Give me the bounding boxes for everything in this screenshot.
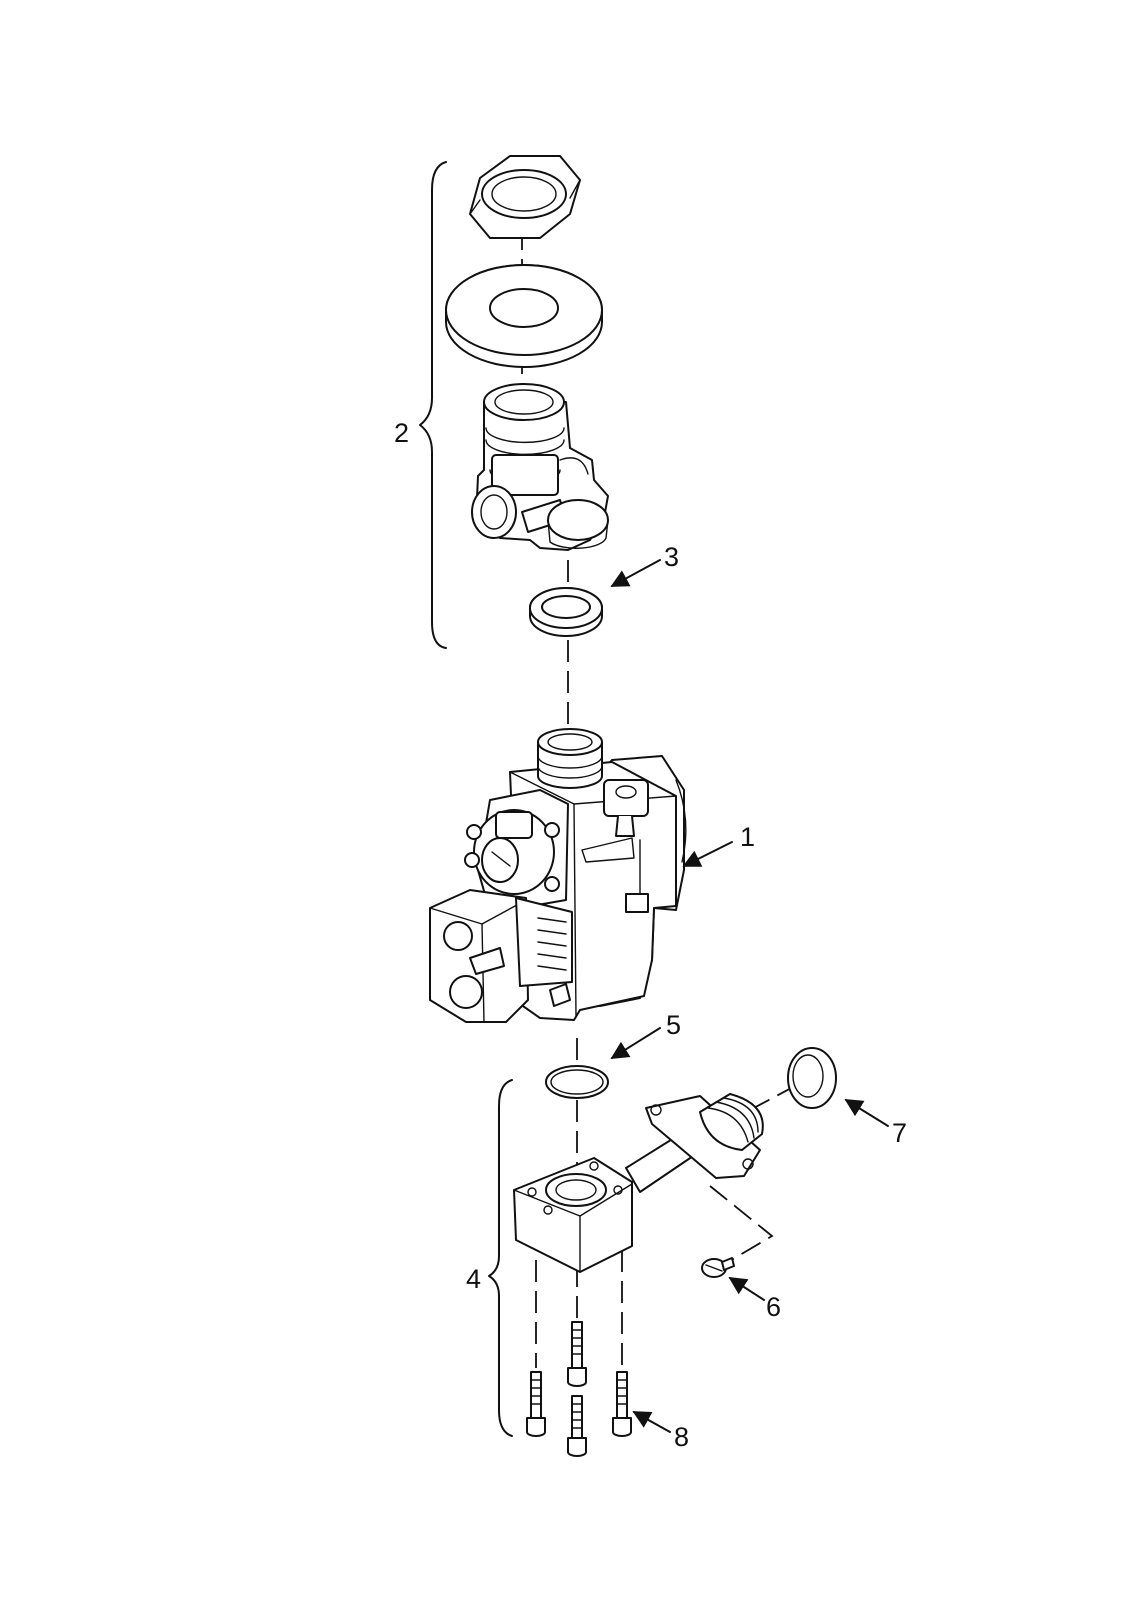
cap-screw <box>567 1395 587 1457</box>
outlet-block-with-pipe <box>513 1093 764 1273</box>
fixing-screw <box>701 1257 735 1278</box>
callout-4: 4 <box>466 1264 481 1294</box>
sealing-washer-small <box>529 587 603 637</box>
assembly-axis-line <box>749 1077 811 1111</box>
hex-nut <box>469 155 581 239</box>
bracket-assembly-2 <box>419 161 447 649</box>
callout-3: 3 <box>664 542 679 572</box>
callout-1: 1 <box>740 822 755 852</box>
flange-gasket <box>787 1047 837 1109</box>
cap-screw <box>567 1321 587 1387</box>
cap-screw <box>612 1371 632 1437</box>
leader-arrow-8 <box>632 1411 671 1433</box>
leader-arrow-5 <box>610 1027 661 1059</box>
callout-2: 2 <box>394 418 409 448</box>
gas-valve-body <box>429 728 687 1023</box>
leader-arrow-1 <box>682 841 733 867</box>
o-ring <box>545 1065 609 1099</box>
callout-6: 6 <box>766 1292 781 1322</box>
bracket-assembly-4 <box>488 1079 513 1437</box>
callout-7: 7 <box>892 1118 907 1148</box>
sealing-washer-large <box>445 264 603 368</box>
leader-arrow-6 <box>728 1277 765 1301</box>
leader-arrow-3 <box>610 559 661 587</box>
callout-8: 8 <box>674 1422 689 1452</box>
inlet-connector-fitting <box>471 383 609 551</box>
assembly-axis-line <box>709 1185 774 1263</box>
cap-screw <box>526 1371 546 1437</box>
leader-arrow-7 <box>844 1099 889 1127</box>
callout-5: 5 <box>666 1010 681 1040</box>
